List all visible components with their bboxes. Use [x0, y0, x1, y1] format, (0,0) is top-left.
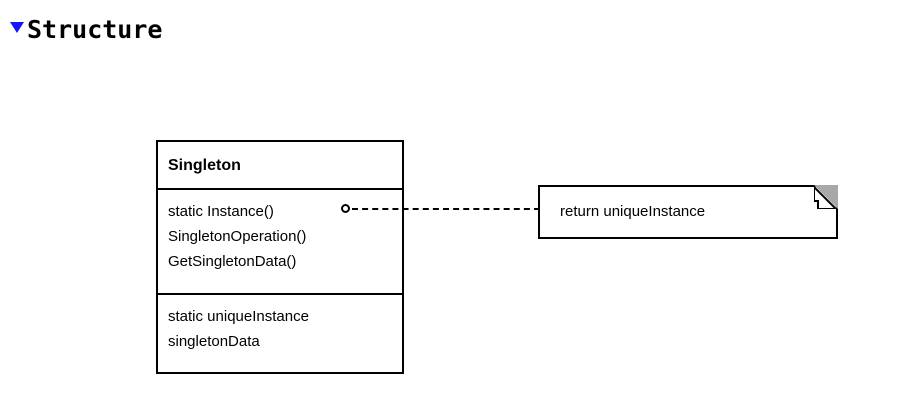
connector-open-circle-icon [341, 204, 350, 213]
class-method-item: SingletonOperation() [168, 228, 307, 245]
triangle-down-icon[interactable] [10, 21, 24, 33]
note-text-label: return uniqueInstance [560, 203, 706, 220]
class-methods-compartment: static Instance() SingletonOperation() G… [158, 190, 402, 295]
class-method-item: static Instance() [168, 203, 274, 220]
class-name-compartment: Singleton [158, 142, 402, 190]
note-fold-flap-icon [814, 187, 836, 209]
class-attribute-item: static uniqueInstance [168, 308, 309, 325]
class-attribute-item: singletonData [168, 333, 260, 350]
class-method-item: GetSingletonData() [168, 253, 297, 270]
note-box[interactable]: return uniqueInstance [538, 185, 838, 239]
section-heading[interactable]: Structure [10, 16, 162, 44]
class-name-label: Singleton [168, 156, 241, 174]
class-attributes-compartment: static uniqueInstance singletonData [158, 295, 402, 372]
class-box-singleton[interactable]: Singleton static Instance() SingletonOpe… [156, 140, 404, 374]
connector-dashed-line [352, 208, 540, 210]
note-body [538, 185, 838, 239]
page-title: Structure [27, 15, 163, 44]
